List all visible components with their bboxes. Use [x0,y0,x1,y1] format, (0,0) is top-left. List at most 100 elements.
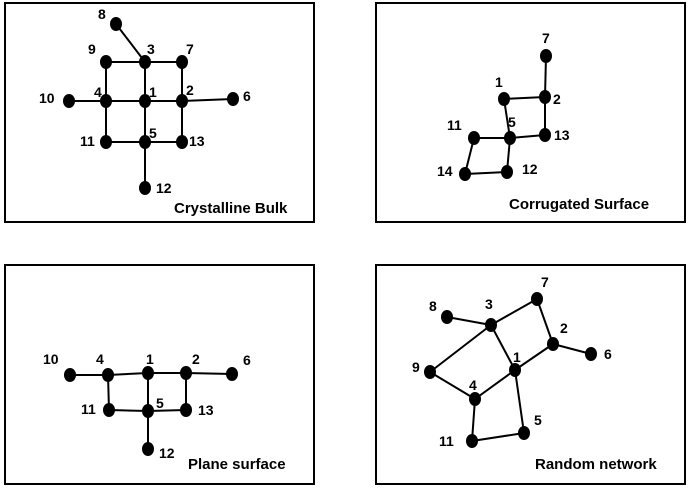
edge-9-4 [429,371,476,400]
node-label-2: 2 [560,320,568,336]
node-10 [63,94,75,108]
node-label-9: 9 [88,41,96,57]
node-14 [459,167,471,181]
edge-2-6 [181,98,234,102]
edge-3-9 [429,324,492,373]
node-label-7: 7 [541,274,549,290]
node-4 [100,94,112,108]
node-label-5: 5 [156,395,164,411]
node-13 [539,128,551,142]
node-label-7: 7 [186,41,194,57]
node-11 [468,131,480,145]
node-label-14: 14 [437,163,453,179]
node-9 [424,365,436,379]
node-1 [498,92,510,106]
node-label-9: 9 [412,359,420,375]
node-label-10: 10 [43,351,59,367]
node-label-4: 4 [469,377,477,393]
node-label-12: 12 [522,161,538,177]
node-13 [176,135,188,149]
node-11 [100,135,112,149]
edge-group [429,298,592,442]
node-1 [142,366,154,380]
node-7 [540,49,552,63]
node-5 [139,135,151,149]
panel-frame [375,264,686,485]
edge-3-1 [490,324,516,371]
node-5 [142,404,154,418]
node-12 [501,165,513,179]
node-label-8: 8 [429,298,437,314]
node-label-11: 11 [81,401,96,417]
node-13 [180,403,192,417]
node-label-7: 7 [542,30,550,46]
node-6 [585,347,597,361]
node-label-1: 1 [495,74,503,90]
node-label-5: 5 [149,125,157,141]
node-label-3: 3 [485,296,493,312]
node-7 [531,292,543,306]
edge-3-7 [490,298,538,326]
node-11 [466,434,478,448]
node-label-4: 4 [96,351,104,367]
node-7 [176,55,188,69]
panel-title: Plane surface [188,456,286,473]
edge-4-1 [474,369,516,400]
node-1 [139,94,151,108]
node-2 [547,337,559,351]
edge-8-3 [446,316,492,326]
node-label-13: 13 [189,133,205,149]
node-label-11: 11 [80,133,95,149]
node-label-4: 4 [94,84,102,100]
node-3 [485,318,497,332]
node-1 [509,363,521,377]
node-label-3: 3 [147,41,155,57]
node-label-2: 2 [192,351,200,367]
node-2 [176,94,188,108]
edge-12-14 [464,171,508,175]
edge-11-5 [108,409,149,412]
panel-title: Random network [535,456,657,473]
panel-title: Corrugated Surface [509,196,649,213]
edge-2-1 [514,343,554,371]
node-label-13: 13 [554,127,570,143]
node-12 [142,442,154,456]
node-4 [469,392,481,406]
panel-frame [375,2,686,223]
node-9 [100,55,112,69]
node-label-2: 2 [186,82,194,98]
node-10 [64,368,76,382]
node-8 [441,310,453,324]
panel-frame [4,264,315,485]
node-5 [504,131,516,145]
node-6 [226,367,238,381]
node-8 [110,17,122,31]
edge-4-1 [107,372,149,376]
panel-frame [4,2,315,223]
edge-11-4 [471,398,476,442]
node-label-8: 8 [98,6,106,22]
node-12 [139,181,151,195]
node-5 [518,426,530,440]
panel-title: Crystalline Bulk [174,200,288,217]
edge-3-8 [115,23,146,63]
node-label-5: 5 [508,114,516,130]
edge-7-2 [536,298,554,345]
node-label-12: 12 [156,180,172,196]
node-label-12: 12 [159,445,175,461]
node-2 [180,366,192,380]
node-6 [227,92,239,106]
node-label-11: 11 [447,117,462,133]
node-2 [539,90,551,104]
edge-2-6 [185,372,233,375]
node-label-1: 1 [149,84,157,100]
edge-1-5 [514,369,525,434]
node-label-6: 6 [243,352,251,368]
node-label-13: 13 [198,402,214,418]
node-label-6: 6 [604,346,612,362]
